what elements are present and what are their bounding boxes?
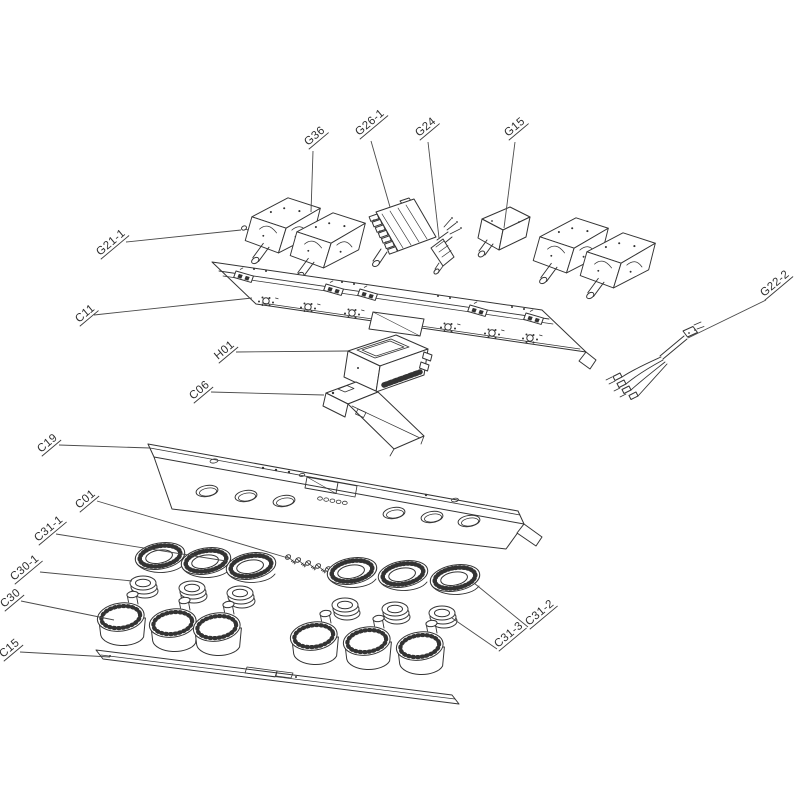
part-label-C11: C11: [73, 302, 99, 327]
part-label-text-G22-2: G22-2: [758, 268, 792, 299]
part-label-underline-C30-1: [14, 560, 43, 585]
part-label-underline-G21-1: [100, 235, 130, 260]
part-label-G24: G24: [413, 115, 440, 141]
timer-module-drawing: [343, 334, 433, 393]
timer-support-bracket-drawing: [322, 381, 425, 457]
part-label-underline-C31-1: [38, 521, 67, 546]
micro-switch-drawing: [477, 206, 531, 258]
leader-line-G21-1: [125, 229, 242, 243]
part-label-C30-1: C30-1: [8, 553, 43, 585]
leader-line-H01: [235, 350, 349, 353]
part-label-underline-G15: [508, 123, 529, 141]
rotary-function-switch-drawing: [368, 197, 437, 268]
part-label-text-C31-1: C31-1: [32, 514, 65, 545]
leader-line-C01: [96, 500, 289, 559]
part-label-underline-G22-2: [764, 276, 794, 301]
part-label-underline-G36: [308, 132, 329, 150]
part-label-G21-1: G21-1: [94, 227, 130, 260]
front-control-panel-drawing: [147, 443, 543, 550]
part-label-G36: G36: [302, 124, 329, 150]
part-label-C31-3: C31-3: [492, 620, 527, 652]
part-label-text-C31-3: C31-3: [492, 620, 525, 651]
leader-line-C19: [58, 444, 151, 449]
part-label-C19: C19: [35, 432, 62, 457]
part-label-underline-C15: [3, 644, 24, 662]
rear-mounting-bracket-drawing: [211, 261, 597, 370]
leader-line-C30-1: [39, 571, 133, 582]
part-label-C06: C06: [187, 379, 214, 404]
bottom-trim-strip-drawing: [95, 649, 460, 705]
ignition-wire-harness-drawing: [605, 321, 705, 400]
leader-line-C11: [93, 297, 253, 316]
part-label-underline-C06: [193, 386, 214, 404]
leader-line-G24: [427, 141, 440, 239]
leader-line-C31-2: [473, 582, 529, 628]
part-label-G15: G15: [502, 115, 529, 141]
part-label-underline-H01: [218, 346, 239, 364]
part-label-text-C31-2: C31-2: [523, 598, 556, 629]
part-label-underline-C01: [79, 495, 100, 513]
part-label-C01: C01: [73, 488, 100, 513]
gas-valve-pair-right-drawing: [532, 217, 656, 301]
part-label-underline-G26-1: [359, 115, 389, 140]
leader-line-C06: [210, 391, 325, 396]
leader-line-G36: [310, 150, 314, 213]
leader-line-C30: [20, 600, 115, 621]
part-label-G26-1: G26-1: [353, 107, 389, 140]
part-label-C30: C30: [0, 587, 25, 612]
leader-line-G15: [503, 141, 516, 229]
part-label-C15: C15: [0, 637, 24, 662]
part-label-text-G21-1: G21-1: [94, 227, 128, 258]
part-label-C31-2: C31-2: [523, 598, 558, 630]
part-label-text-C30-1: C30-1: [8, 553, 41, 584]
part-label-G22-2: G22-2: [758, 268, 794, 301]
part-label-underline-C11: [79, 310, 99, 327]
leader-line-C31-3: [451, 617, 498, 650]
part-label-H01: H01: [212, 339, 239, 364]
leader-line-G22-2: [687, 299, 767, 339]
part-label-underline-C31-3: [498, 627, 527, 652]
leader-line-C15: [19, 651, 111, 658]
gas-valve-pair-left-drawing: [244, 197, 366, 281]
part-label-underline-C31-2: [529, 605, 558, 630]
leader-line-G26-1: [370, 140, 391, 208]
part-label-underline-G24: [419, 123, 440, 141]
part-label-underline-C30: [4, 594, 25, 612]
part-label-text-G26-1: G26-1: [353, 107, 387, 138]
leader-line-C31-1: [55, 533, 227, 562]
part-label-underline-C19: [41, 439, 62, 457]
ignition-switch-drawing: [430, 217, 462, 275]
part-label-C31-1: C31-1: [32, 514, 67, 546]
